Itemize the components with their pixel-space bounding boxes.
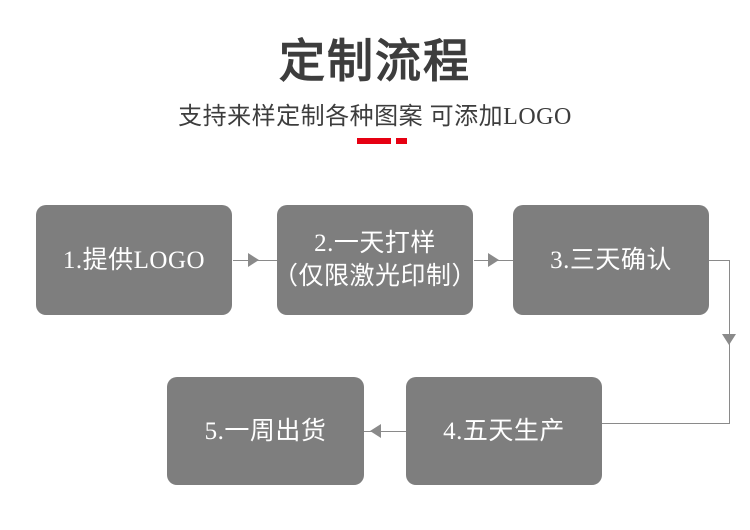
connector-3-to-4-segment-top bbox=[709, 260, 730, 261]
arrow-down-icon bbox=[722, 334, 736, 345]
flow-step-5: 5.一周出货 bbox=[167, 377, 364, 485]
flow-step-5-label: 5.一周出货 bbox=[204, 417, 327, 445]
flow-step-4: 4.五天生产 bbox=[406, 377, 602, 485]
flow-step-2: 2.一天打样 （仅限激光印制） bbox=[273, 205, 477, 315]
divider-segment-short bbox=[396, 138, 407, 144]
connector-3-to-4-segment-bottom bbox=[602, 423, 730, 424]
flow-step-3: 3.三天确认 bbox=[513, 205, 709, 315]
divider-segment-long bbox=[357, 138, 391, 144]
flow-step-4-label: 4.五天生产 bbox=[443, 417, 565, 445]
flow-step-1: 1.提供LOGO bbox=[36, 205, 232, 315]
page-title: 定制流程 bbox=[279, 35, 471, 87]
page-subtitle: 支持来样定制各种图案 可添加LOGO bbox=[178, 104, 572, 130]
flow-step-1-label: 1.提供LOGO bbox=[62, 246, 206, 274]
arrow-left-icon bbox=[370, 424, 381, 438]
arrow-right-icon bbox=[488, 253, 499, 267]
flow-step-3-label: 3.三天确认 bbox=[550, 246, 672, 274]
connector-4-to-5-line bbox=[364, 431, 406, 432]
title-divider bbox=[357, 138, 407, 144]
flow-step-2-label: 2.一天打样 bbox=[314, 230, 436, 257]
arrow-right-icon bbox=[248, 253, 259, 267]
flow-step-2-sublabel: （仅限激光印制） bbox=[273, 263, 478, 290]
